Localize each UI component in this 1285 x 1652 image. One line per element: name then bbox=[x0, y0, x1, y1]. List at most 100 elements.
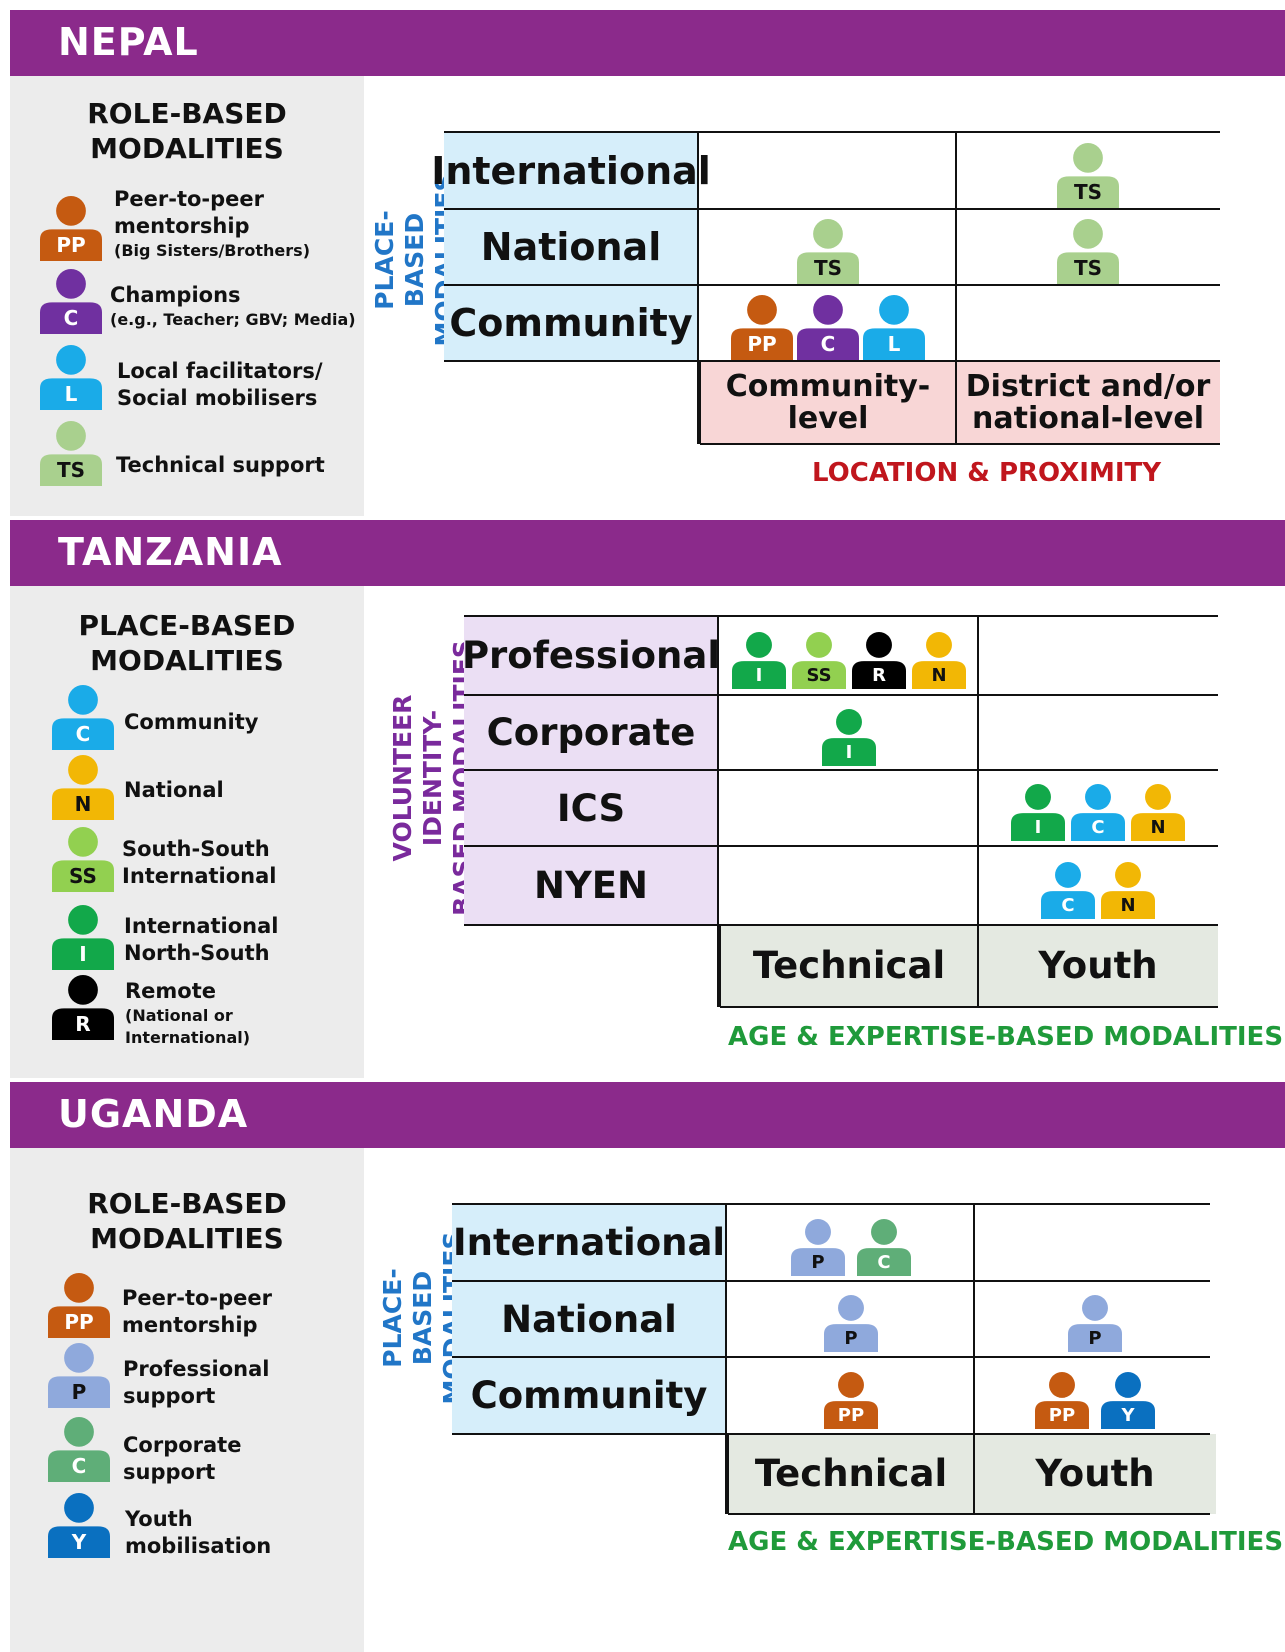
cell-ss-person-icon: SS bbox=[792, 631, 846, 689]
icon-code-label: C bbox=[63, 306, 79, 330]
grid-vline bbox=[727, 1434, 729, 1514]
icon-code-label: Y bbox=[1121, 1404, 1135, 1426]
cell-ts-person-icon: TS bbox=[797, 218, 859, 284]
icon-code-label: C bbox=[820, 332, 836, 356]
row-label-community: Community bbox=[444, 285, 698, 361]
legend-item-y-label: Youth mobilisation bbox=[125, 1507, 272, 1558]
icon-code-label: PP bbox=[747, 332, 777, 356]
column-label-0: Community- level bbox=[700, 361, 956, 444]
icon-code-label: R bbox=[75, 1012, 91, 1036]
legend-pp-person-icon: PP bbox=[40, 195, 102, 261]
legend-item-pp-label: Peer-to-peer mentorship bbox=[122, 1286, 273, 1337]
grid-hline bbox=[452, 1433, 1210, 1435]
grid-hline bbox=[444, 360, 1220, 362]
legend-ss-person-icon: SS bbox=[52, 826, 114, 892]
legend-r-person-icon: R bbox=[52, 974, 114, 1040]
grid-hline bbox=[464, 845, 1218, 847]
cell-c-person-icon: C bbox=[857, 1218, 911, 1276]
icon-code-label: C bbox=[877, 1251, 891, 1273]
icon-code-label: Y bbox=[71, 1530, 87, 1554]
legend-pp-person-icon: PP bbox=[48, 1272, 110, 1338]
column-label-0: Technical bbox=[728, 1434, 974, 1514]
icon-code-label: C bbox=[75, 722, 91, 746]
cell-i-person-icon: I bbox=[1011, 783, 1065, 841]
icon-code-label: TS bbox=[813, 256, 843, 280]
nepal-header-band: NEPAL bbox=[10, 10, 1285, 76]
legend-item-c-label: Corporate support bbox=[123, 1433, 242, 1484]
grid-vline bbox=[955, 132, 957, 444]
cell-n-person-icon: N bbox=[912, 631, 966, 689]
column-label-1: Youth bbox=[978, 925, 1218, 1007]
grid-vline bbox=[719, 925, 721, 1007]
grid-hline bbox=[464, 694, 1218, 696]
legend-item-pp-label: Peer-to-peer mentorship(Big Sisters/Brot… bbox=[114, 187, 310, 260]
cell-n-person-icon: N bbox=[1101, 861, 1155, 919]
icon-code-label: PP bbox=[64, 1310, 94, 1334]
legend-item-c-label: Champions(e.g., Teacher; GBV; Media) bbox=[110, 283, 356, 329]
cell-i-person-icon: I bbox=[732, 631, 786, 689]
cell-pp-person-icon: PP bbox=[731, 294, 793, 360]
row-label-national: National bbox=[452, 1281, 726, 1357]
icon-code-label: PP bbox=[837, 1404, 865, 1426]
icon-code-label: I bbox=[845, 741, 853, 763]
cell-pp-person-icon: PP bbox=[1035, 1371, 1089, 1429]
legend-p-person-icon: P bbox=[48, 1342, 110, 1408]
row-label-community: Community bbox=[452, 1357, 726, 1434]
tanzania-legend: PLACE-BASED MODALITIES bbox=[10, 586, 364, 1078]
legend-l-person-icon: L bbox=[40, 344, 102, 410]
icon-code-label: TS bbox=[1073, 256, 1103, 280]
row-label-professional: Professional bbox=[462, 616, 720, 695]
row-label-corporate: Corporate bbox=[464, 695, 718, 770]
legend-y-person-icon: Y bbox=[48, 1492, 110, 1558]
column-label-1: District and/or national-level bbox=[956, 361, 1220, 444]
icon-code-label: PP bbox=[1048, 1404, 1076, 1426]
icon-code-label: P bbox=[811, 1251, 825, 1273]
icon-code-label: N bbox=[1150, 817, 1166, 838]
icon-code-label: SS bbox=[69, 864, 97, 888]
tanzania-title: TANZANIA bbox=[58, 530, 283, 574]
legend-item-n-label: National bbox=[124, 778, 224, 802]
cell-c-person-icon: C bbox=[1041, 861, 1095, 919]
grid-vline bbox=[699, 361, 701, 444]
grid-hline bbox=[720, 1006, 1218, 1008]
icon-code-label: I bbox=[1034, 817, 1042, 838]
cell-y-person-icon: Y bbox=[1101, 1371, 1155, 1429]
grid-vline bbox=[717, 616, 719, 1007]
cell-p-person-icon: P bbox=[824, 1294, 878, 1352]
icon-code-label: C bbox=[71, 1454, 87, 1478]
cell-ts-person-icon: TS bbox=[1057, 142, 1119, 208]
icon-code-label: SS bbox=[806, 664, 832, 686]
icon-code-label: I bbox=[79, 942, 87, 966]
icon-code-label: P bbox=[1088, 1328, 1102, 1349]
tanzania-header-band: TANZANIA bbox=[10, 520, 1285, 586]
cell-i-person-icon: I bbox=[822, 708, 876, 766]
grid-vline bbox=[977, 616, 979, 1007]
grid-hline bbox=[464, 924, 1218, 926]
legend-item-ss-label: South-South International bbox=[122, 837, 277, 888]
icon-code-label: R bbox=[872, 664, 886, 686]
uganda-legend-title: ROLE-BASED MODALITIES bbox=[87, 1187, 287, 1255]
legend-n-person-icon: N bbox=[52, 754, 114, 820]
row-label-international: International bbox=[431, 132, 711, 209]
icon-code-label: C bbox=[1061, 894, 1075, 916]
icon-code-label: C bbox=[1091, 817, 1105, 838]
uganda-header-band: UGANDA bbox=[10, 1082, 1285, 1148]
icon-code-label: TS bbox=[56, 458, 86, 482]
cell-c-person-icon: C bbox=[1071, 783, 1125, 841]
grid-hline bbox=[464, 615, 1218, 617]
legend-ts-person-icon: TS bbox=[40, 420, 102, 486]
icon-code-label: P bbox=[71, 1380, 87, 1404]
legend-item-ts-label: Technical support bbox=[116, 453, 325, 477]
grid-hline bbox=[452, 1203, 1210, 1205]
column-label-0: Technical bbox=[720, 925, 978, 1007]
row-label-international: International bbox=[452, 1204, 726, 1281]
icon-code-label: L bbox=[64, 382, 78, 406]
cell-r-person-icon: R bbox=[852, 631, 906, 689]
icon-code-label: N bbox=[931, 664, 947, 686]
cell-l-person-icon: L bbox=[863, 294, 925, 360]
row-label-nyen: NYEN bbox=[464, 846, 718, 925]
grid-vline bbox=[697, 132, 699, 444]
cell-p-person-icon: P bbox=[791, 1218, 845, 1276]
legend-item-l-label: Local facilitators/ Social mobilisers bbox=[117, 359, 323, 410]
grid-hline bbox=[444, 208, 1220, 210]
